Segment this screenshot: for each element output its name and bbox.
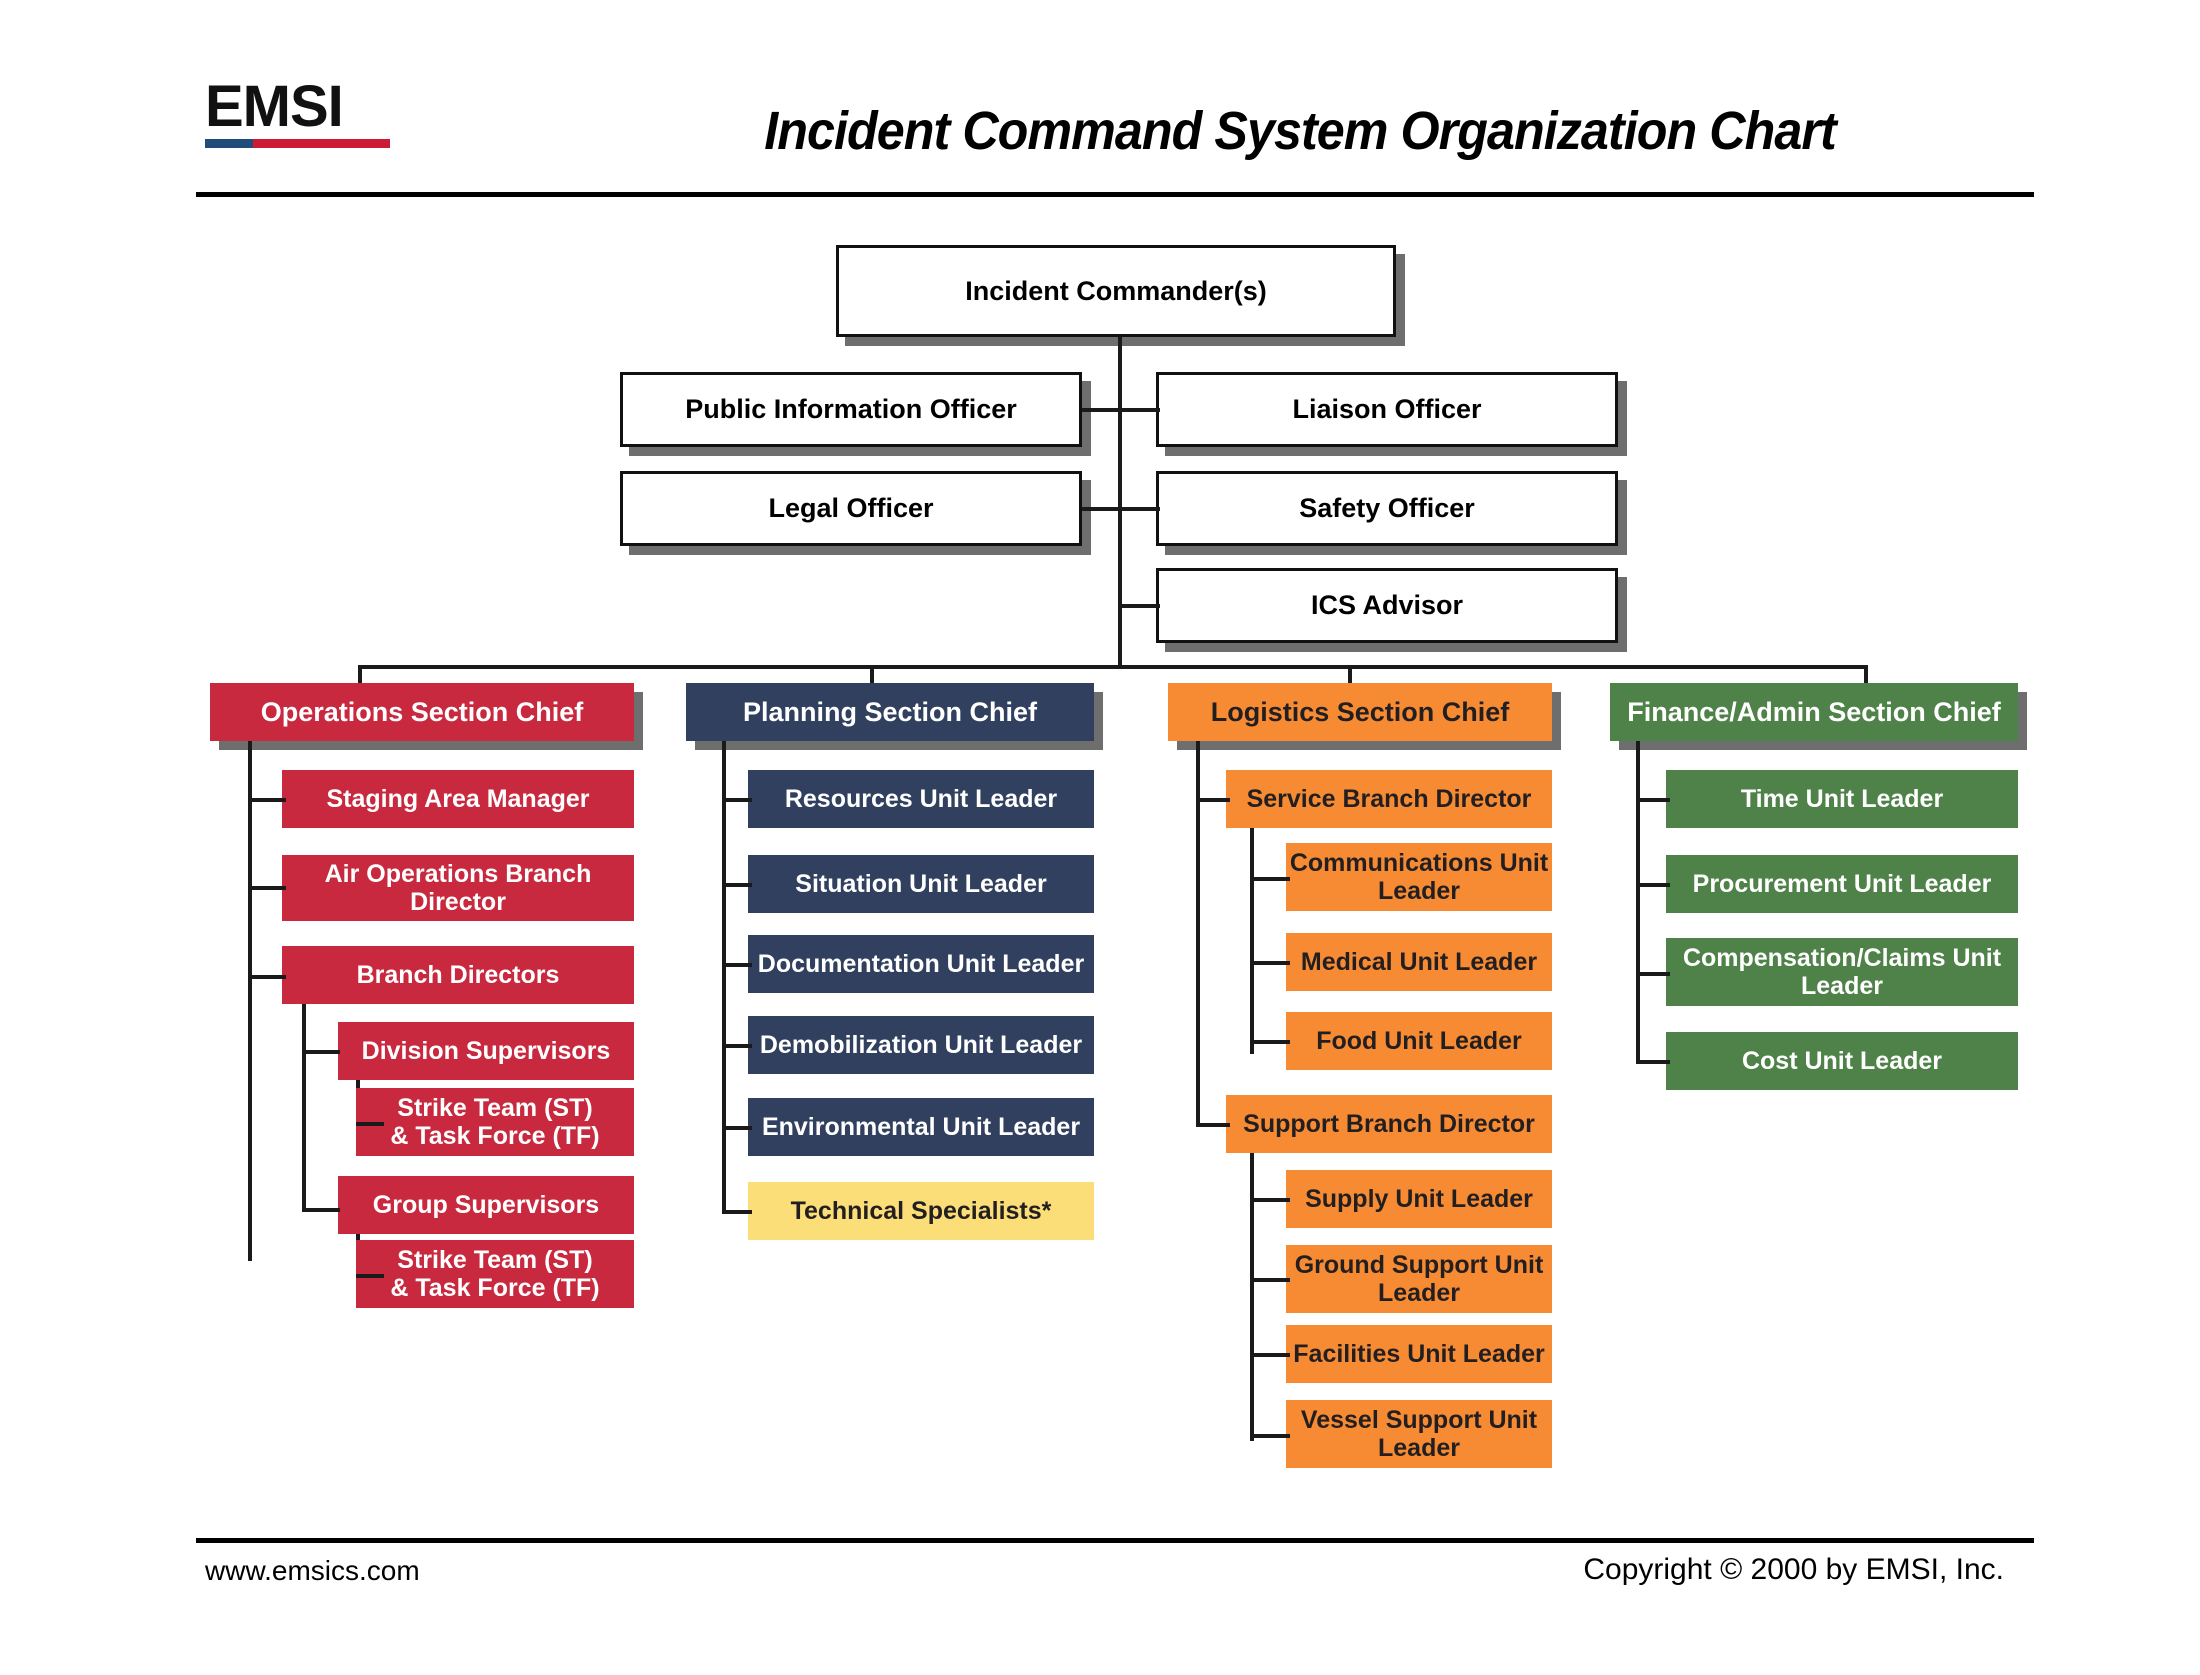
box-branch-directors[interactable]: Branch Directors [282, 946, 634, 1004]
division-strike-team-line1: Strike Team (ST) [397, 1094, 593, 1122]
connector-demobilization-unit [722, 1044, 752, 1048]
box-technical-specialists[interactable]: Technical Specialists* [748, 1182, 1094, 1240]
box-food-unit-leader[interactable]: Food Unit Leader [1286, 1012, 1552, 1070]
connector-communications-unit [1250, 877, 1290, 881]
connector-vessel-support-unit [1250, 1434, 1290, 1438]
box-vessel-support-unit-leader[interactable]: Vessel Support Unit Leader [1286, 1400, 1552, 1468]
box-service-branch-director[interactable]: Service Branch Director [1226, 770, 1552, 828]
box-group-strike-team[interactable]: Strike Team (ST) & Task Force (TF) [356, 1240, 634, 1308]
box-compensation-claims-unit-leader[interactable]: Compensation/Claims Unit Leader [1666, 938, 2018, 1006]
box-resources-unit-leader[interactable]: Resources Unit Leader [748, 770, 1094, 828]
division-strike-team-line2: & Task Force (TF) [390, 1122, 600, 1150]
header-divider [196, 192, 2034, 197]
box-staging-area-manager[interactable]: Staging Area Manager [282, 770, 634, 828]
connector-service-branch [1196, 798, 1230, 802]
connector-legal [1082, 507, 1122, 511]
connector-liaison [1118, 408, 1160, 412]
group-strike-team-line2: & Task Force (TF) [390, 1274, 600, 1302]
logo-underline-red [253, 139, 390, 148]
connector-medical-unit [1250, 961, 1290, 965]
box-procurement-unit-leader[interactable]: Procurement Unit Leader [1666, 855, 2018, 913]
connector-environmental-unit [722, 1126, 752, 1130]
connector-pio [1082, 408, 1122, 412]
connector-branch-children-spine [302, 1004, 306, 1212]
box-supply-unit-leader[interactable]: Supply Unit Leader [1286, 1170, 1552, 1228]
emsi-logo: EMSI [205, 78, 390, 148]
communications-unit-label: Communications Unit Leader [1289, 849, 1549, 905]
connector-support-branch [1196, 1123, 1230, 1127]
box-situation-unit-leader[interactable]: Situation Unit Leader [748, 855, 1094, 913]
box-facilities-unit-leader[interactable]: Facilities Unit Leader [1286, 1325, 1552, 1383]
connector-division-strike-team [356, 1122, 384, 1126]
connector-technical-specialists [722, 1210, 752, 1214]
box-documentation-unit-leader[interactable]: Documentation Unit Leader [748, 935, 1094, 993]
box-legal-officer[interactable]: Legal Officer [620, 471, 1082, 546]
logo-wordmark: EMSI [205, 74, 344, 139]
box-ics-advisor[interactable]: ICS Advisor [1156, 568, 1618, 643]
box-group-supervisors[interactable]: Group Supervisors [338, 1176, 634, 1234]
connector-air-operations-branch [248, 886, 286, 890]
box-incident-commander[interactable]: Incident Commander(s) [836, 245, 1396, 337]
connector-support-children-spine [1250, 1153, 1254, 1441]
box-logistics-section-chief[interactable]: Logistics Section Chief [1168, 683, 1552, 741]
connector-food-unit [1250, 1040, 1290, 1044]
group-strike-team-line1: Strike Team (ST) [397, 1246, 593, 1274]
box-division-strike-team[interactable]: Strike Team (ST) & Task Force (TF) [356, 1088, 634, 1156]
connector-ics-advisor [1118, 604, 1160, 608]
box-cost-unit-leader[interactable]: Cost Unit Leader [1666, 1032, 2018, 1090]
connector-facilities-unit [1250, 1353, 1290, 1357]
connector-planning-spine [722, 741, 726, 1211]
connector-ground-support-unit [1250, 1278, 1290, 1282]
footer-website[interactable]: www.emsics.com [205, 1555, 420, 1586]
box-time-unit-leader[interactable]: Time Unit Leader [1666, 770, 2018, 828]
connector-logistics-spine [1196, 741, 1200, 1123]
connector-service-children-spine [1250, 828, 1254, 1054]
connector-documentation-unit [722, 963, 752, 967]
box-demobilization-unit-leader[interactable]: Demobilization Unit Leader [748, 1016, 1094, 1074]
connector-supply-unit [1250, 1198, 1290, 1202]
connector-ic-spine [1118, 337, 1122, 667]
connector-safety [1118, 507, 1160, 511]
box-safety-officer[interactable]: Safety Officer [1156, 471, 1618, 546]
connector-procurement-unit [1636, 883, 1670, 887]
connector-section-bus [358, 665, 1868, 669]
footer-divider [196, 1538, 2034, 1543]
connector-resources-unit [722, 798, 752, 802]
connector-branch-directors [248, 975, 286, 979]
connector-cost-unit [1636, 1060, 1670, 1064]
box-air-operations-branch-director[interactable]: Air Operations Branch Director [282, 855, 634, 921]
page-title: Incident Command System Organization Cha… [764, 101, 1836, 161]
box-environmental-unit-leader[interactable]: Environmental Unit Leader [748, 1098, 1094, 1156]
box-finance-admin-section-chief[interactable]: Finance/Admin Section Chief [1610, 683, 2018, 741]
connector-operations-spine [248, 741, 252, 1261]
box-planning-section-chief[interactable]: Planning Section Chief [686, 683, 1094, 741]
box-communications-unit-leader[interactable]: Communications Unit Leader [1286, 843, 1552, 911]
connector-staging-area-manager [248, 798, 286, 802]
box-medical-unit-leader[interactable]: Medical Unit Leader [1286, 933, 1552, 991]
box-operations-section-chief[interactable]: Operations Section Chief [210, 683, 634, 741]
connector-compensation-claims-unit [1636, 972, 1670, 976]
box-liaison-officer[interactable]: Liaison Officer [1156, 372, 1618, 447]
box-public-information-officer[interactable]: Public Information Officer [620, 372, 1082, 447]
connector-group-supervisors [302, 1208, 340, 1212]
connector-group-strike-team [356, 1274, 384, 1278]
box-division-supervisors[interactable]: Division Supervisors [338, 1022, 634, 1080]
logo-underline [205, 139, 390, 148]
connector-situation-unit [722, 883, 752, 887]
connector-finance-spine [1636, 741, 1640, 1063]
box-ground-support-unit-leader[interactable]: Ground Support Unit Leader [1286, 1245, 1552, 1313]
connector-division-supervisors [302, 1050, 340, 1054]
connector-time-unit [1636, 798, 1670, 802]
footer-copyright: Copyright © 2000 by EMSI, Inc. [1583, 1553, 2004, 1586]
box-support-branch-director[interactable]: Support Branch Director [1226, 1095, 1552, 1153]
logo-underline-blue [205, 139, 254, 148]
